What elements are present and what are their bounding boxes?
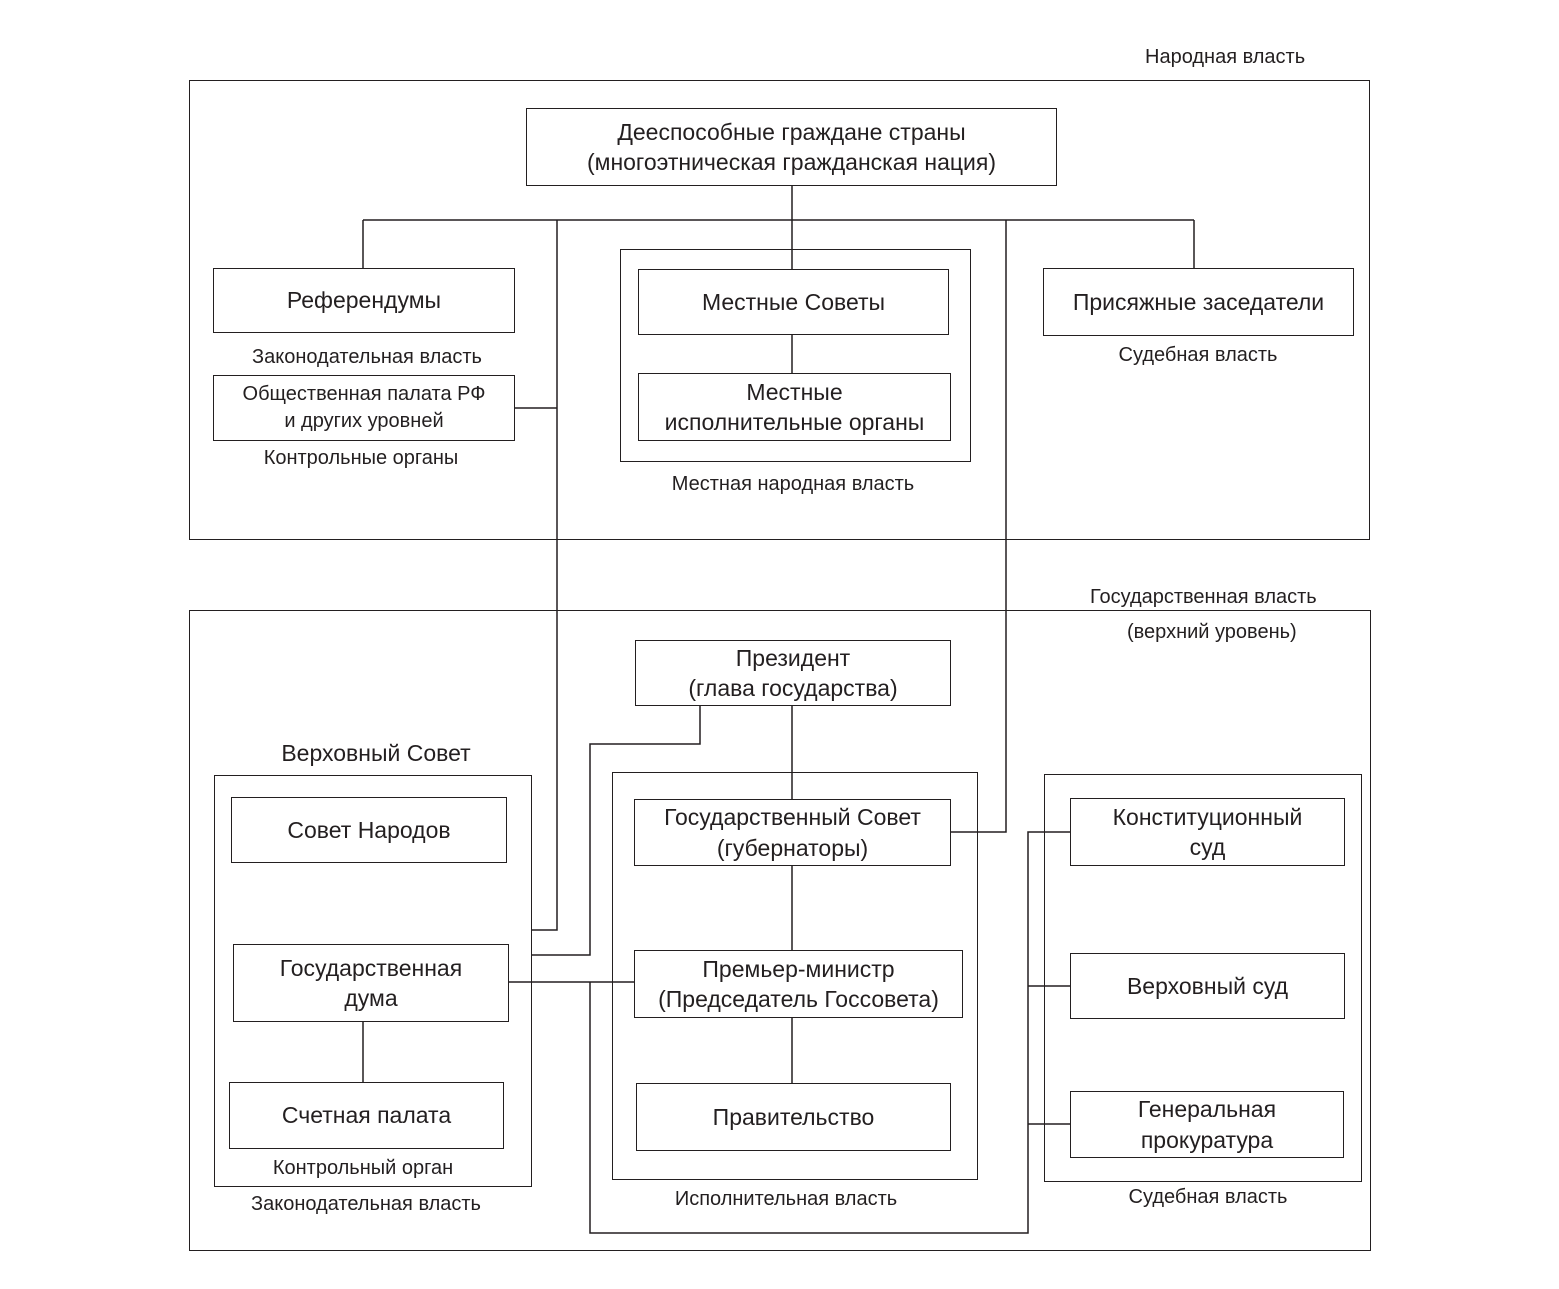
constitutional-court-line1: Конституционный: [1112, 803, 1303, 830]
public-chamber-line1: Общественная палата РФ: [242, 383, 486, 405]
local-power-label: Местная народная власть: [671, 473, 915, 495]
prime-minister-line1: Премьер-министр: [702, 955, 895, 982]
supreme-court-box: Верховный суд: [1070, 953, 1345, 1019]
jurors-text: Присяжные заседатели: [1072, 288, 1325, 315]
people-judicial-label: Судебная власть: [1118, 344, 1278, 366]
connector-right-trunk: [950, 220, 1007, 833]
local-executive-line1: Местные: [746, 378, 843, 405]
constitutional-court-box: Конституционный суд: [1070, 798, 1345, 866]
council-of-peoples-text: Совет Народов: [287, 816, 451, 843]
connector-judicial-loop: [589, 831, 1071, 1234]
supreme-council-title: Верховный Совет: [281, 740, 471, 766]
state-duma-line1: Государственная: [279, 954, 463, 981]
state-judicial-label: Судебная власть: [1128, 1186, 1288, 1208]
jurors-box: Присяжные заседатели: [1043, 268, 1354, 336]
people-power-frame: [189, 80, 1370, 540]
local-executive-box: Местные исполнительные органы: [638, 373, 951, 441]
council-of-peoples-box: Совет Народов: [231, 797, 507, 863]
accounts-chamber-text: Счетная палата: [281, 1102, 452, 1129]
judicial-frame: [1044, 774, 1362, 1182]
prosecutor-general-box: Генеральная прокуратура: [1070, 1091, 1344, 1158]
constitutional-court-line2: суд: [1189, 834, 1226, 860]
citizens-box: Дееспособные граждане страны (многоэтниче…: [526, 108, 1057, 186]
connector-president-duma: [531, 705, 701, 956]
government-box: Правительство: [636, 1083, 951, 1151]
local-councils-text: Местные Советы: [701, 288, 886, 315]
prosecutor-general-line2: прокуратура: [1140, 1126, 1274, 1153]
prime-minister-box: Премьер-министр (Председатель Госсовета): [634, 950, 963, 1018]
president-line1: Президент: [735, 644, 851, 671]
local-councils-box: Местные Советы: [638, 269, 949, 335]
executive-label: Исполнительная власть: [674, 1188, 898, 1210]
state-power-frame: [189, 610, 1371, 1251]
public-chamber-line2: и других уровней: [284, 410, 444, 432]
executive-frame: [612, 772, 978, 1180]
state-duma-line2: дума: [344, 985, 398, 1011]
state-duma-box: Государственная дума: [233, 944, 509, 1022]
state-power-label: Государственная власть: [1090, 586, 1317, 608]
president-line2: (глава государства): [688, 675, 898, 701]
state-council-line1: Государственный Совет: [664, 804, 921, 831]
accounts-chamber-box: Счетная палата: [229, 1082, 504, 1149]
people-legislative-label: Законодательная власть: [252, 346, 482, 368]
president-box: Президент (глава государства): [635, 640, 951, 706]
people-power-label: Народная власть: [1145, 46, 1306, 68]
state-council-line2: (губернаторы): [716, 834, 869, 861]
state-legislative-label: Законодательная власть: [251, 1193, 481, 1215]
public-chamber-box: Общественная палата РФ и других уровней: [213, 375, 515, 441]
citizens-line1: Дееспособные граждане страны: [617, 118, 966, 145]
referendums-box: Референдумы: [213, 268, 515, 333]
supreme-council-frame: [214, 775, 532, 1187]
state-council-box: Государственный Совет (губернаторы): [634, 799, 951, 866]
connector-left-trunk: [531, 220, 558, 931]
prime-minister-line2: (Председатель Госсовета): [658, 986, 939, 1012]
local-executive-line2: исполнительные органы: [664, 409, 925, 435]
control-body-label: Контрольный орган: [272, 1157, 454, 1179]
state-power-sublabel: (верхний уровень): [1127, 621, 1297, 643]
government-text: Правительство: [712, 1103, 875, 1130]
people-control-label: Контрольные органы: [263, 447, 459, 469]
local-power-frame: [620, 249, 971, 462]
citizens-line2: (многоэтническая гражданская нация): [586, 149, 997, 175]
referendums-text: Референдумы: [286, 287, 442, 314]
supreme-court-text: Верховный суд: [1126, 972, 1289, 999]
prosecutor-general-line1: Генеральная: [1137, 1096, 1277, 1123]
